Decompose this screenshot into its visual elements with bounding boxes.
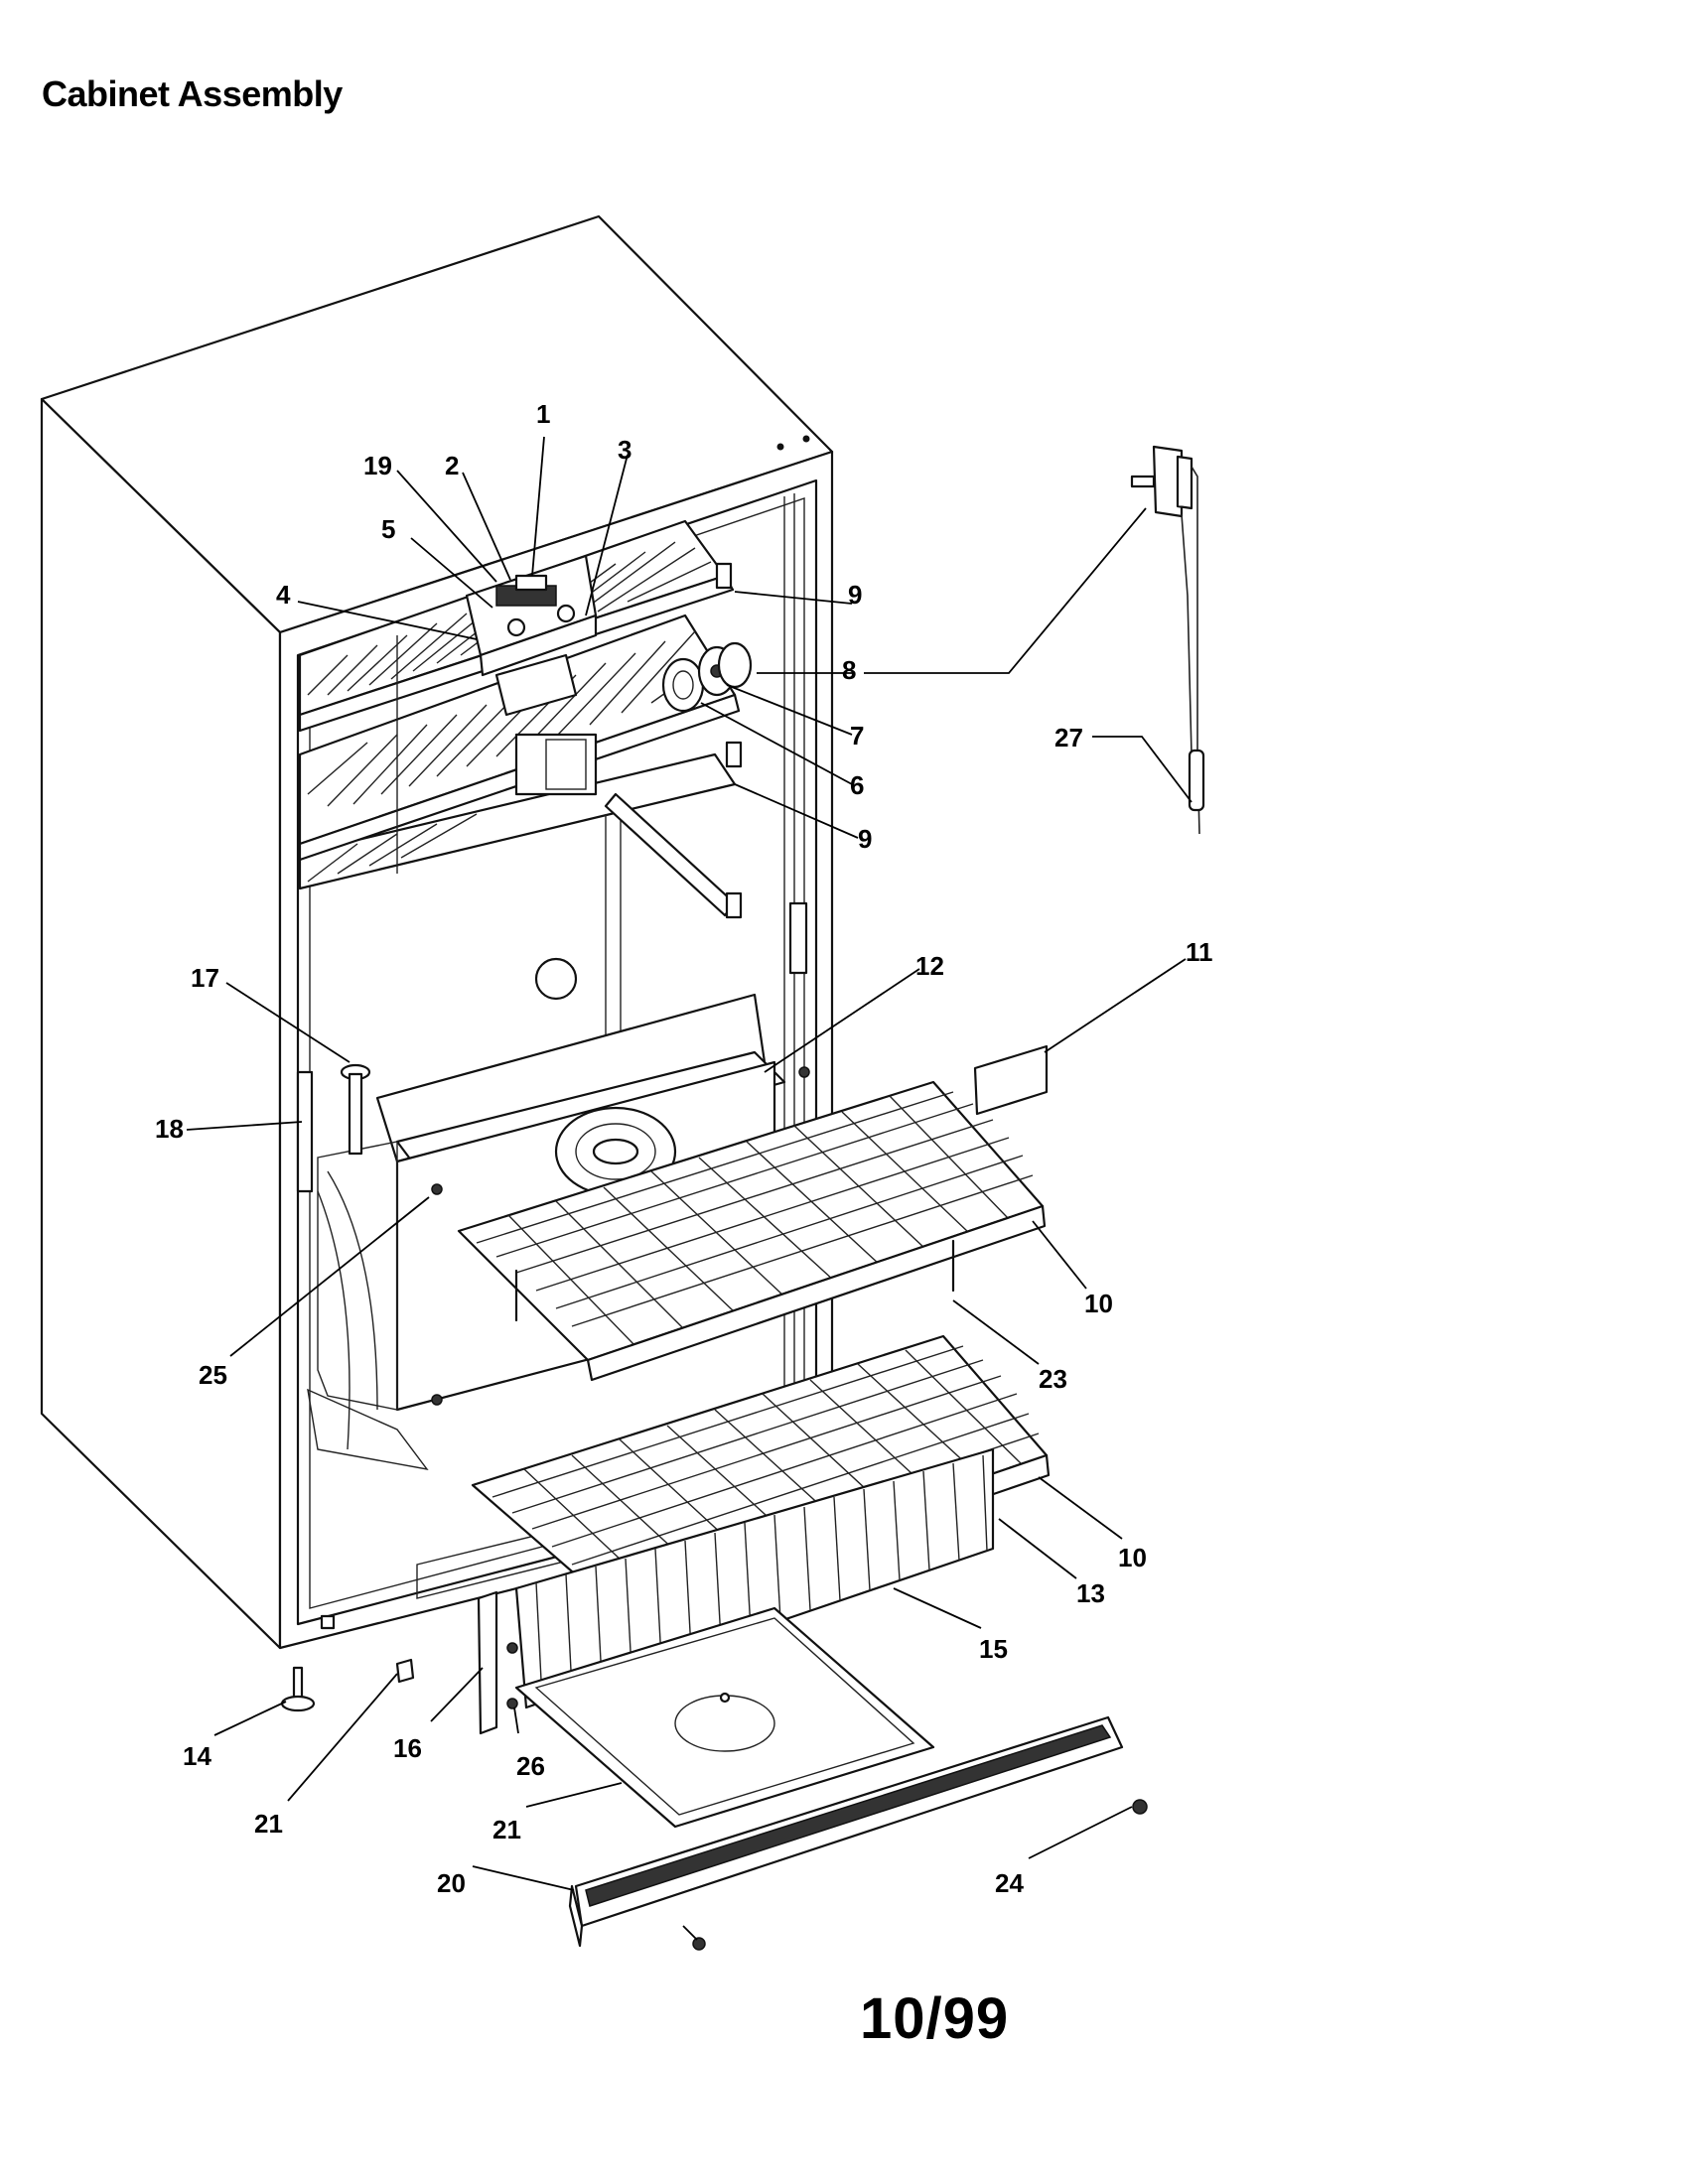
callout-8: 8 — [842, 655, 856, 685]
callout-18: 18 — [155, 1114, 184, 1144]
callout-11: 11 — [1186, 937, 1213, 967]
callout-21-left: 21 — [254, 1809, 283, 1839]
callout-labels: 1 19 2 3 5 4 9 8 7 6 9 27 11 12 17 18 25… — [155, 399, 1213, 1898]
callout-20: 20 — [437, 1868, 466, 1898]
callout-21-lower: 21 — [492, 1815, 521, 1844]
callout-17: 17 — [191, 963, 219, 993]
callout-7: 7 — [850, 721, 864, 751]
callout-4: 4 — [276, 580, 291, 610]
callout-6: 6 — [850, 770, 864, 800]
drawer-pan — [514, 1606, 935, 1829]
page-title: Cabinet Assembly — [42, 73, 343, 114]
callout-10-upper: 10 — [1084, 1289, 1113, 1318]
callout-13: 13 — [1076, 1578, 1105, 1608]
callout-10-lower: 10 — [1118, 1543, 1147, 1572]
side-bracket — [395, 1590, 518, 1735]
callout-5: 5 — [381, 514, 395, 544]
callout-9-upper: 9 — [848, 580, 862, 610]
drain-tube — [296, 1063, 371, 1193]
callout-12: 12 — [915, 951, 944, 981]
callout-1: 1 — [536, 399, 550, 429]
callout-9-lower: 9 — [858, 824, 872, 854]
callout-2: 2 — [445, 451, 459, 480]
callout-19: 19 — [363, 451, 392, 480]
callout-24: 24 — [995, 1868, 1024, 1898]
callout-15: 15 — [979, 1634, 1008, 1664]
callout-leaders — [186, 436, 1193, 1941]
thermostat-assembly — [1130, 445, 1205, 835]
callout-26: 26 — [516, 1751, 545, 1781]
callout-27: 27 — [1054, 723, 1083, 752]
toe-grille — [568, 1715, 1148, 1951]
control-housing — [465, 554, 753, 1001]
footer-date: 10/99 — [860, 1986, 1010, 2051]
callout-23: 23 — [1039, 1364, 1067, 1394]
callout-14: 14 — [183, 1741, 211, 1771]
callout-3: 3 — [618, 435, 632, 465]
leveling-leg — [280, 1666, 316, 1712]
owner-card — [973, 1044, 1049, 1116]
callout-16: 16 — [393, 1733, 422, 1763]
middle-wire-shelf — [457, 1080, 1047, 1382]
wire-basket — [514, 1447, 995, 1709]
callout-25: 25 — [199, 1360, 227, 1390]
